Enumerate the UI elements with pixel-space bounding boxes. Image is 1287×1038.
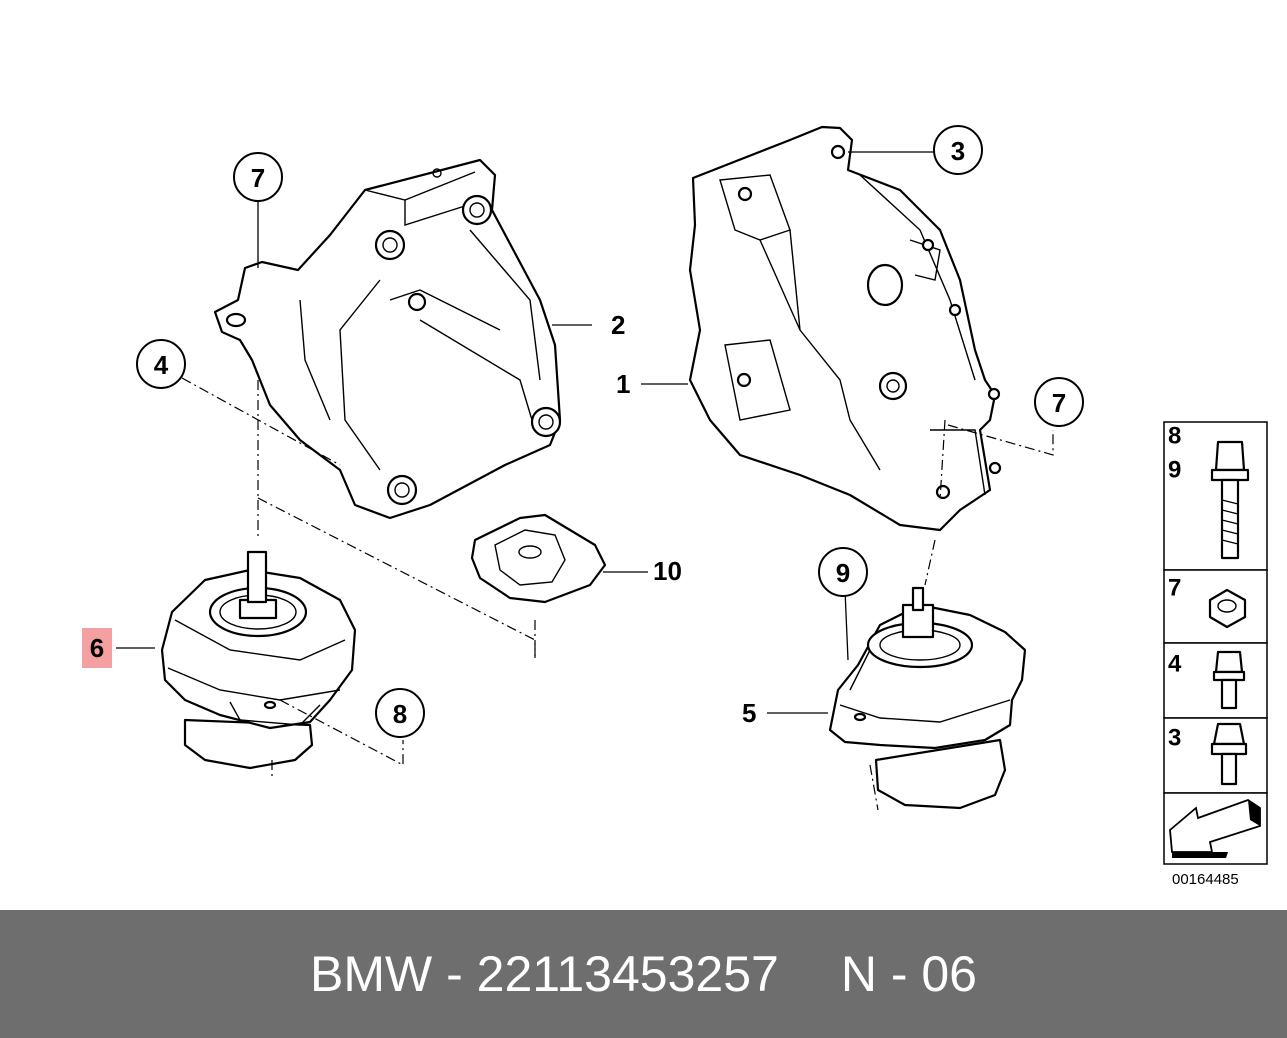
svg-text:4: 4 [154, 350, 169, 380]
bolt-short-icon [1210, 722, 1248, 786]
svg-text:10: 10 [653, 556, 682, 586]
callout-4: 4 [136, 339, 186, 389]
footer-bar: BMW - 22113453257 N - 06 [0, 910, 1287, 1038]
footer-part-number: 22113453257 [476, 946, 779, 1002]
nut-icon [1208, 588, 1247, 629]
callout-6-highlighted: 6 [82, 628, 112, 668]
callout-3: 3 [933, 125, 983, 175]
svg-text:7: 7 [1052, 388, 1066, 418]
legend-panel: 8 9 7 4 3 00164485 [1163, 421, 1268, 888]
diagram-id: 00164485 [1172, 871, 1239, 888]
svg-text:8: 8 [393, 699, 407, 729]
callout-8: 8 [375, 688, 425, 738]
callout-1: 1 [616, 369, 630, 399]
bracket-left-part [213, 158, 562, 520]
svg-text:3: 3 [951, 136, 965, 166]
legend-bolt-8: 8 [1168, 423, 1181, 450]
direction-arrow-icon [1169, 798, 1261, 858]
callout-7-right: 7 [1034, 377, 1084, 427]
svg-text:5: 5 [742, 698, 756, 728]
callout-5: 5 [742, 698, 756, 728]
parts-diagram: 7 2 4 1 3 7 10 9 6 8 5 8 9 [82, 125, 1268, 888]
engine-mount-right-part [828, 586, 1027, 810]
svg-text:1: 1 [616, 369, 630, 399]
svg-text:6: 6 [90, 633, 104, 663]
legend-bolt-3: 3 [1168, 725, 1181, 752]
legend-bolt-9: 9 [1168, 457, 1181, 484]
legend-bolt-4: 4 [1168, 651, 1182, 678]
svg-text:2: 2 [611, 310, 625, 340]
callout-7-left: 7 [233, 152, 283, 202]
svg-text:7: 7 [251, 163, 265, 193]
callout-2: 2 [611, 310, 625, 340]
footer-brand: BMW [310, 946, 433, 1002]
footer-position-label: N - 06 [840, 946, 977, 1002]
callout-9: 9 [818, 547, 868, 597]
bracket-right-part [688, 125, 1002, 532]
bolt-long-icon [1210, 440, 1250, 560]
engine-mount-left-part [160, 550, 357, 770]
svg-text:9: 9 [836, 558, 850, 588]
footer-separator: - [432, 946, 477, 1002]
leader-lines [116, 151, 1054, 811]
legend-nut-7: 7 [1168, 575, 1181, 602]
pad-part [470, 513, 607, 604]
callout-10: 10 [653, 556, 682, 586]
bolt-medium-icon [1212, 650, 1246, 710]
